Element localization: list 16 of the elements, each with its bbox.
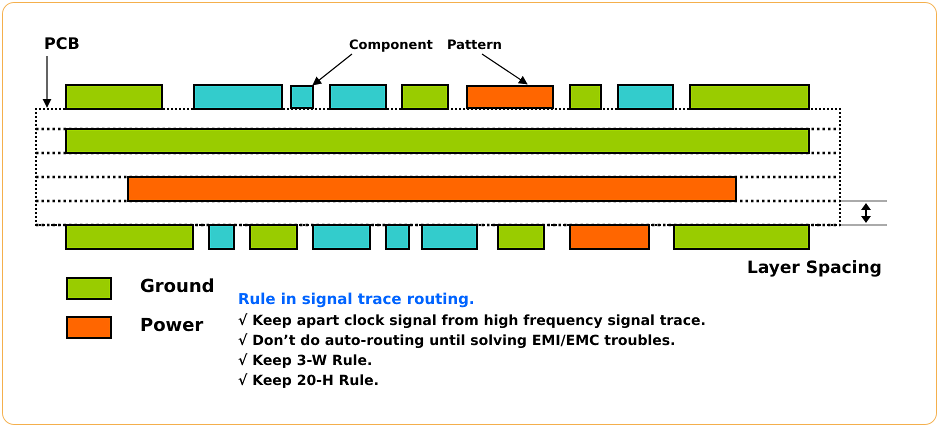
rule-text: √ Keep apart clock signal from high frequency signal trace. [238, 313, 706, 330]
dimension-label: Layer Spacing [747, 258, 882, 278]
rule-text: √ Keep 3-W Rule. [238, 353, 372, 370]
pattern-trace [466, 85, 554, 109]
leader-line [42, 56, 52, 108]
leader-line [482, 54, 528, 84]
rule-text: √ Keep 20-H Rule. [238, 373, 379, 390]
component-pad [290, 85, 314, 109]
legend-label: Power [140, 315, 204, 337]
leader-line [312, 54, 352, 86]
rules-heading: Rule in signal trace routing. [238, 290, 475, 308]
component-label: Component [349, 37, 437, 54]
legend-label: Ground [140, 276, 215, 298]
rule-text: √ Don’t do auto-routing until solving EMI/EMC troubles. [238, 333, 676, 350]
board-label: PCB [44, 33, 86, 55]
pattern-label: Pattern [447, 37, 507, 54]
